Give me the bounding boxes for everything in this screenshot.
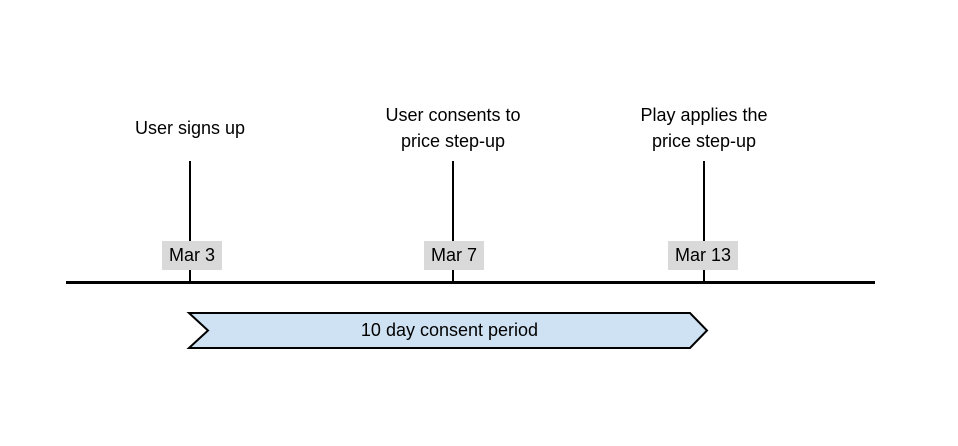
- event-label-play-applies: Play applies the price step-up: [640, 105, 768, 151]
- date-label-text: Mar 7: [423, 241, 484, 270]
- timeline-axis: [66, 281, 875, 284]
- date-label-mar-3: Mar 3: [132, 241, 252, 270]
- event-label-user-consents: User consents to price step-up: [385, 105, 521, 151]
- date-label-mar-13: Mar 13: [643, 241, 763, 270]
- event-tick-mar-7: [452, 161, 454, 283]
- consent-period-ribbon: [186, 312, 709, 349]
- date-label-text: Mar 3: [161, 241, 222, 270]
- consent-period-ribbon-shape: [186, 312, 709, 349]
- event-tick-mar-13: [703, 161, 705, 283]
- event-label-user-signs-up: User signs up: [134, 118, 246, 138]
- event-tick-mar-3: [189, 161, 191, 283]
- date-label-mar-7: Mar 7: [394, 241, 514, 270]
- date-label-text: Mar 13: [667, 241, 739, 270]
- consent-period-label: 10 day consent period: [360, 320, 539, 340]
